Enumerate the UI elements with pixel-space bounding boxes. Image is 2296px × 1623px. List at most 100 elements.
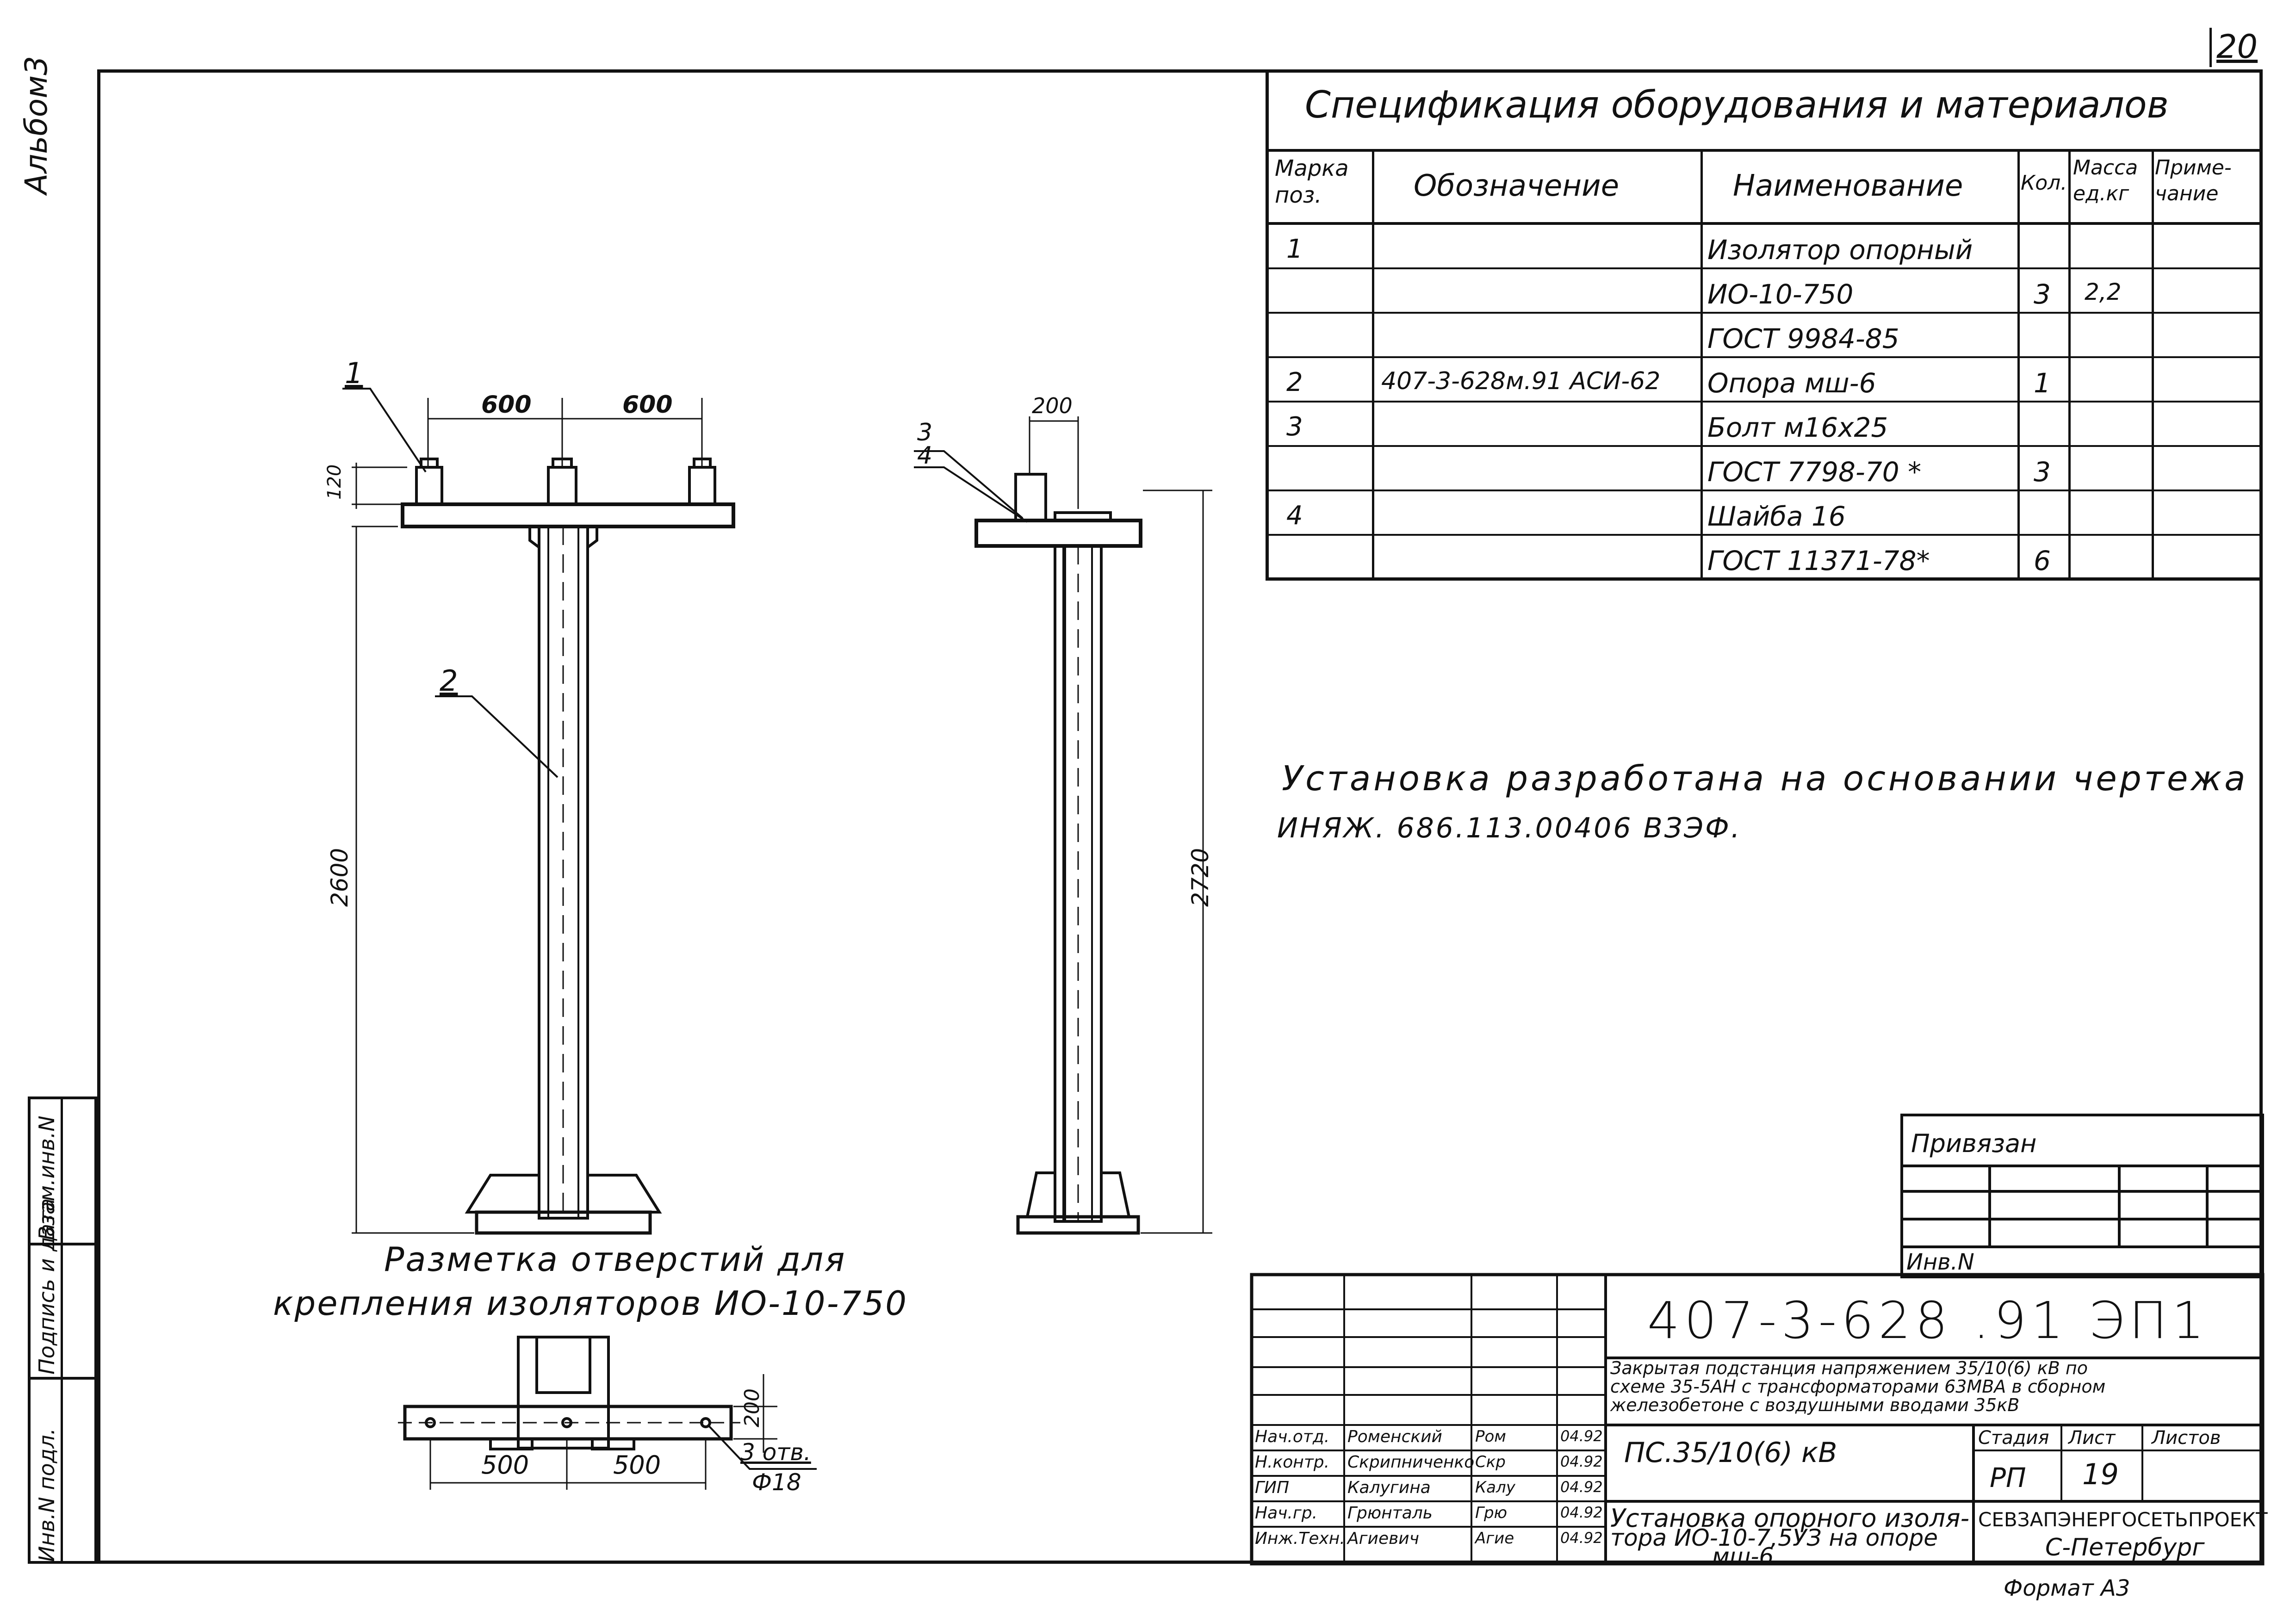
spec-col-line (2068, 149, 2071, 579)
drawing-frame (97, 69, 2263, 1564)
signer-sign: Скр (1475, 1453, 1506, 1471)
signer-date: 04.92 (1560, 1504, 1603, 1521)
signer-sign: Калу (1475, 1478, 1515, 1497)
spec-col-line (1700, 149, 1703, 579)
city: С-Петербург (2045, 1534, 2205, 1561)
signer-date: 04.92 (1560, 1427, 1603, 1445)
privyazan-label: Привязан (1911, 1129, 2037, 1158)
spec-cell-qty: 3 (2034, 279, 2051, 310)
signer-name: Агиевич (1347, 1529, 1419, 1548)
spec-cell-name: Шайба 16 (1707, 501, 1846, 532)
page-number: 20 (2216, 28, 2258, 66)
left-stamp: Инв.N подл. Подпись и дата Взам.инв.N (28, 1096, 97, 1564)
spec-title-line (1266, 149, 2263, 152)
page-number-bar (2209, 28, 2212, 67)
spec-cell-qty: 6 (2034, 545, 2051, 576)
format-label: Формат А3 (2004, 1575, 2130, 1601)
dim-front-left: 600 (481, 391, 532, 419)
sheet-value: 19 (2082, 1457, 2119, 1491)
spec-cell-name: Опора мш-6 (1707, 367, 1876, 399)
spec-col-line (2017, 149, 2020, 579)
organization: СЕВЗАПЭНЕРГОСЕТЬПРОЕКТ (1978, 1508, 2268, 1531)
left-stamp-divider (31, 1377, 95, 1380)
callout-2: 2 (440, 664, 458, 698)
specification-table: Спецификация оборудования и материалов М… (1266, 69, 2263, 583)
spec-header-line (1266, 222, 2263, 225)
signer-name: Калугина (1347, 1478, 1431, 1497)
spec-cell-qty: 1 (2034, 367, 2051, 399)
spec-header-mass: Масса ед.кг (2073, 156, 2138, 205)
spec-cell-name: Изолятор опорный (1707, 234, 1973, 266)
note-line-2: ИНЯЖ. 686.113.00406 ВЗЭФ. (1277, 812, 1742, 844)
side-view (914, 416, 1212, 1235)
inv-label: Инв.N (1906, 1249, 1974, 1275)
signer-date: 04.92 (1560, 1478, 1603, 1496)
spec-cell-name: ГОСТ 7798-70 * (1707, 456, 1922, 488)
signer-sign: Грю (1475, 1504, 1508, 1522)
spec-header-designation: Обозначение (1414, 169, 1620, 203)
dim-side-height: 2720 (1187, 848, 1214, 907)
signer-role: ГИП (1255, 1478, 1290, 1497)
spec-cell-designation: 407-3-628м.91 АСИ-62 (1381, 367, 1661, 395)
signer-name: Скрипниченко (1347, 1453, 1475, 1472)
spec-cell-mass: 2,2 (2085, 279, 2122, 305)
project-line-2: схеме 35-5АН с трансформаторами 63МВА в … (1610, 1376, 2106, 1397)
dim-side-top: 200 (1032, 393, 1073, 418)
project-line-3: железобетоне с воздушными вводами 35кВ (1610, 1395, 2020, 1415)
spec-row-line (1266, 578, 2263, 580)
spec-col-line (1372, 149, 1374, 579)
left-stamp-divider (31, 1243, 95, 1245)
spec-cell-qty: 3 (2034, 456, 2051, 488)
spec-title: Спецификация оборудования и материалов (1305, 83, 2169, 126)
spec-row-line (1266, 445, 2263, 447)
markup-diameter: Ф18 (752, 1469, 801, 1496)
project-line-1: Закрытая подстанция напряжением 35/10(6)… (1610, 1358, 2088, 1378)
signer-name: Грюнталь (1347, 1504, 1433, 1523)
dim-front-h-top: 120 (324, 464, 345, 500)
markup-holes: 3 отв. (740, 1439, 811, 1466)
signer-role: Н.контр. (1255, 1453, 1330, 1472)
sheets-label: Листов (2152, 1427, 2221, 1449)
sheet-title-2: тора ИО-10-7,5УЗ на опоре (1610, 1524, 1938, 1551)
spec-cell-pos: 1 (1286, 234, 1303, 264)
spec-cell-name: Болт м16х25 (1707, 412, 1888, 443)
left-stamp-vline (61, 1099, 63, 1562)
callout-3: 3 (917, 419, 933, 446)
markup-title-1: Разметка отверстий для (384, 1240, 846, 1279)
signer-sign: Агие (1475, 1529, 1514, 1548)
markup-dim-h: 200 (740, 1388, 764, 1427)
spec-cell-pos: 2 (1286, 367, 1303, 397)
spec-header-note: Приме- чание (2155, 156, 2232, 205)
spec-cell-name: ГОСТ 9984-85 (1707, 323, 1899, 354)
note-line-1: Установка разработана на основании черте… (1282, 759, 2248, 799)
spec-header-qty: Кол. (2021, 171, 2067, 195)
dim-front-height: 2600 (326, 848, 353, 907)
spec-row-line (1266, 401, 2263, 403)
signer-role: Инж.Техн. (1255, 1529, 1345, 1548)
spec-cell-pos: 4 (1286, 501, 1303, 531)
signer-role: Нач.гр. (1255, 1504, 1318, 1523)
spec-row-line (1266, 534, 2263, 536)
signer-role: Нач.отд. (1255, 1427, 1330, 1446)
signer-sign: Ром (1475, 1427, 1506, 1446)
spec-cell-name: ИО-10-750 (1707, 279, 1854, 310)
spec-cell-name: ГОСТ 11371-78* (1707, 545, 1930, 576)
spec-cell-pos: 3 (1286, 412, 1303, 442)
front-view (342, 388, 735, 1235)
spec-row-line (1266, 356, 2263, 358)
spec-header-name: Наименование (1733, 169, 1963, 203)
stage-label: Стадия (1978, 1427, 2049, 1449)
callout-4: 4 (917, 442, 933, 470)
spec-row-line (1266, 267, 2263, 269)
callout-1: 1 (345, 356, 363, 390)
sheet-title-1: Установка опорного изоля- (1610, 1504, 1970, 1533)
spec-header-pos: Марка поз. (1275, 155, 1349, 208)
markup-dim-left: 500 (481, 1450, 529, 1480)
dim-front-right: 600 (622, 391, 673, 419)
sheet-title-3: мш-6 (1712, 1543, 1774, 1570)
markup-detail (398, 1336, 817, 1490)
spec-row-line (1266, 312, 2263, 314)
spec-row-line (1266, 489, 2263, 491)
signer-date: 04.92 (1560, 1453, 1603, 1470)
